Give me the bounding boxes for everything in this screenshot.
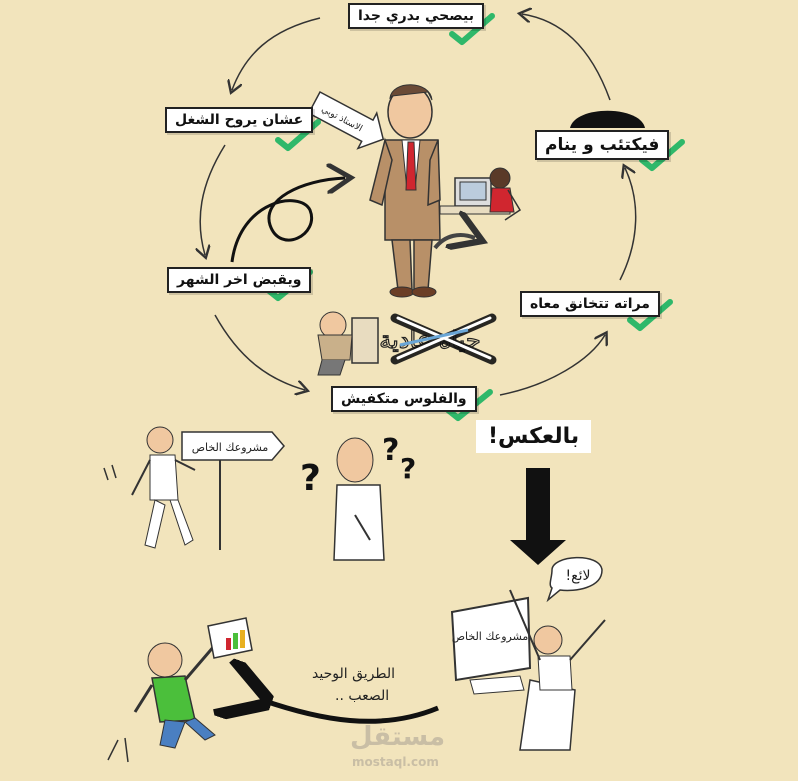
big-down-arrow — [510, 468, 566, 565]
screen-text: مشروعك الخاص — [452, 630, 529, 643]
path-arrow — [262, 700, 439, 724]
computer-worker — [439, 167, 522, 221]
check-icon-money — [445, 389, 493, 421]
signpost-text: مشروعك الخاص — [192, 441, 269, 454]
check-icon-sleep — [639, 139, 685, 171]
depressed-man — [317, 311, 379, 376]
arrow-paid-to-money — [214, 314, 305, 390]
speech-text: لائع! — [566, 568, 591, 584]
cycle-arrows — [200, 14, 637, 396]
arrow-wake-to-work — [232, 17, 321, 90]
watermark-site: mostaql.com — [352, 755, 439, 769]
swirl-arrow — [230, 178, 345, 263]
curved-arrow-small — [433, 235, 475, 248]
walking-man — [103, 426, 196, 549]
jumping-man — [107, 617, 253, 763]
phone-icon — [570, 110, 645, 128]
arrow-wife-to-sleep — [619, 168, 637, 281]
businessman-figure — [369, 84, 441, 298]
path-text-line2: الصعب .. — [335, 688, 390, 704]
reverse-label: بالعكس! — [476, 420, 592, 453]
question-mark-2: ? — [382, 433, 399, 468]
arrow-money-to-wife — [499, 335, 605, 396]
step-sleep-label: فيكتئب و ينام — [535, 130, 670, 160]
crossed-word: حياة عادية — [379, 313, 497, 365]
path-text-line1: الطريق الوحيد — [312, 666, 396, 682]
check-icon-wife — [627, 299, 673, 331]
signpost: مشروعك الخاص — [181, 431, 285, 550]
step-paid-label: ويقبض اخر الشهر — [167, 267, 312, 293]
happy-computer-man: مشروعك الخاص لائع! — [450, 556, 606, 751]
watermark-brand: مستقل — [350, 722, 446, 752]
question-mark-3: ? — [400, 452, 416, 485]
step-wife-label: مراته تتخانق معاه — [520, 291, 660, 317]
arrow-work-to-paid — [200, 144, 226, 255]
step-money-label: والفلوس متكفيش — [331, 386, 477, 412]
question-mark-1: ? — [300, 458, 321, 499]
step-work-label: عشان يروح الشغل — [165, 107, 314, 133]
arrow-sleep-to-wake — [522, 14, 611, 101]
confused-man: ? ? ? — [300, 433, 416, 561]
step-wake-label: بيصحي بدري جدا — [348, 3, 484, 29]
